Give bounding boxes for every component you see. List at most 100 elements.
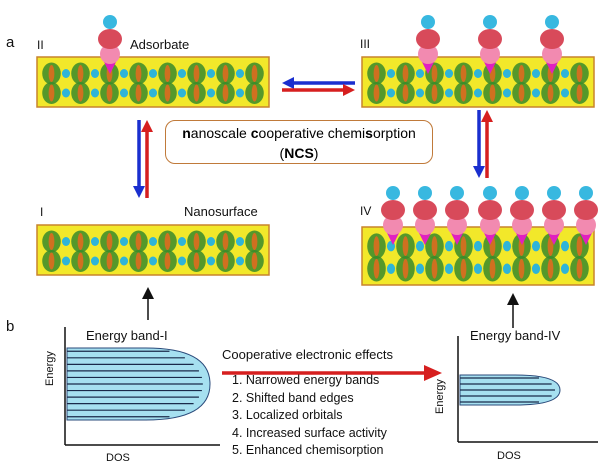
orbital-lobe: [135, 65, 142, 82]
orbital-lobe: [473, 263, 483, 274]
orbital-lobe: [48, 233, 55, 250]
arrow-head: [473, 166, 485, 178]
orbital-lobe: [444, 240, 454, 252]
orbital-lobe: [473, 240, 483, 252]
adsorbate-molecule: [416, 15, 440, 74]
orbital-lobe: [415, 263, 425, 274]
adsorbate-atom: [579, 186, 593, 200]
adsorbate-molecule: [540, 15, 564, 74]
orbital-lobe: [489, 258, 496, 279]
orbital-lobe: [193, 65, 200, 82]
orbital-lobe: [576, 84, 583, 102]
adsorbate-orbital: [100, 44, 120, 64]
adsorbate-orbital: [413, 200, 437, 220]
orbital-lobe: [431, 258, 438, 279]
orbital-lobe: [106, 252, 113, 270]
orbital-lobe: [373, 236, 380, 256]
orbital-lobe: [576, 236, 583, 256]
orbital-lobe: [164, 84, 171, 102]
adsorbate-bond: [104, 62, 116, 74]
orbital-lobe: [576, 65, 583, 82]
orbital-lobe: [444, 263, 454, 274]
orbital-lobe: [235, 237, 245, 246]
orbital-lobe: [90, 88, 100, 98]
orbital-lobe: [61, 256, 71, 266]
adsorbate-orbital: [480, 215, 500, 235]
orbital-lobe: [415, 240, 425, 252]
orbital-lobe: [444, 88, 454, 98]
orbital-lobe: [415, 88, 425, 98]
orbital-lobe: [560, 263, 570, 274]
adsorbate-orbital: [512, 215, 532, 235]
effect-item: 4. Increased surface activity: [232, 425, 387, 440]
orbital-lobe: [222, 252, 229, 270]
orbital-lobe: [576, 258, 583, 279]
orbital-lobe: [106, 84, 113, 102]
adsorbate-molecule: [574, 186, 598, 245]
adsorbate-atom: [545, 15, 559, 29]
arrow-iv-to-iii: [481, 110, 493, 178]
arrow-head: [133, 186, 145, 198]
orbital-lobe: [193, 233, 200, 250]
arrow-i-to-ii: [141, 120, 153, 198]
orbital-lobe: [444, 69, 454, 78]
slab-i: [36, 224, 270, 276]
adsorbate-orbital: [542, 200, 566, 220]
orbital-lobe: [164, 233, 171, 250]
cooperative-effects-arrow: [222, 365, 442, 381]
orbital-lobe: [431, 65, 438, 82]
adsorbate-molecule: [510, 186, 534, 245]
arrow-ii-to-iii: [282, 84, 355, 96]
panel-label-a: a: [6, 34, 15, 51]
orbital-lobe: [206, 237, 216, 246]
arrow-head: [343, 84, 355, 96]
effect-item: 3. Localized orbitals: [232, 408, 343, 423]
orbital-lobe: [222, 84, 229, 102]
slab-iv: [361, 226, 595, 286]
orbital-lobe: [386, 263, 396, 274]
effect-item: 1. Narrowed energy bands: [232, 373, 380, 387]
orbital-lobe: [373, 258, 380, 279]
orbital-lobe: [106, 233, 113, 250]
effects-title: Cooperative electronic effects: [222, 347, 394, 362]
orbital-lobe: [560, 240, 570, 252]
orbital-lobe: [473, 69, 483, 78]
adsorbate-orbital: [98, 29, 122, 49]
orbital-lobe: [402, 84, 409, 102]
orbital-lobe: [473, 88, 483, 98]
adsorbate-orbital: [478, 200, 502, 220]
state-label-ii: II: [37, 38, 44, 52]
adsorbate-bond: [548, 233, 560, 245]
orbital-lobe: [222, 65, 229, 82]
orbital-lobe: [77, 84, 84, 102]
orbital-lobe: [206, 256, 216, 266]
orbital-lobe: [77, 65, 84, 82]
ncs-abbreviation: (NCS): [279, 145, 319, 161]
orbital-lobe: [386, 88, 396, 98]
energy-axis-label-right: Energy: [434, 379, 446, 414]
dos-axis-label-right: DOS: [497, 450, 521, 462]
adsorbate-orbital: [510, 200, 534, 220]
orbital-lobe: [547, 258, 554, 279]
orbital-lobe: [164, 252, 171, 270]
panel-label-b: b: [6, 318, 15, 335]
adsorbate-molecule: [445, 186, 469, 245]
orbital-lobe: [518, 258, 525, 279]
orbital-lobe: [119, 256, 129, 266]
nanosurface-label: Nanosurface: [184, 204, 258, 219]
adsorbate-molecule: [413, 186, 437, 245]
orbital-lobe: [164, 65, 171, 82]
ncs-full-name: nanoscale cooperative chemisorption: [182, 125, 416, 141]
band-connectors: [142, 287, 519, 328]
band-plot-iv: [457, 336, 598, 443]
state-label-iv: IV: [360, 204, 372, 218]
arrow-head: [481, 110, 493, 122]
orbital-lobe: [48, 252, 55, 270]
orbital-lobe: [531, 240, 541, 252]
orbital-lobe: [431, 84, 438, 102]
orbital-lobe: [90, 69, 100, 78]
adsorbate-molecule: [98, 15, 122, 74]
orbital-lobe: [518, 84, 525, 102]
adsorbate-atom: [103, 15, 117, 29]
slab-body: [361, 56, 595, 108]
